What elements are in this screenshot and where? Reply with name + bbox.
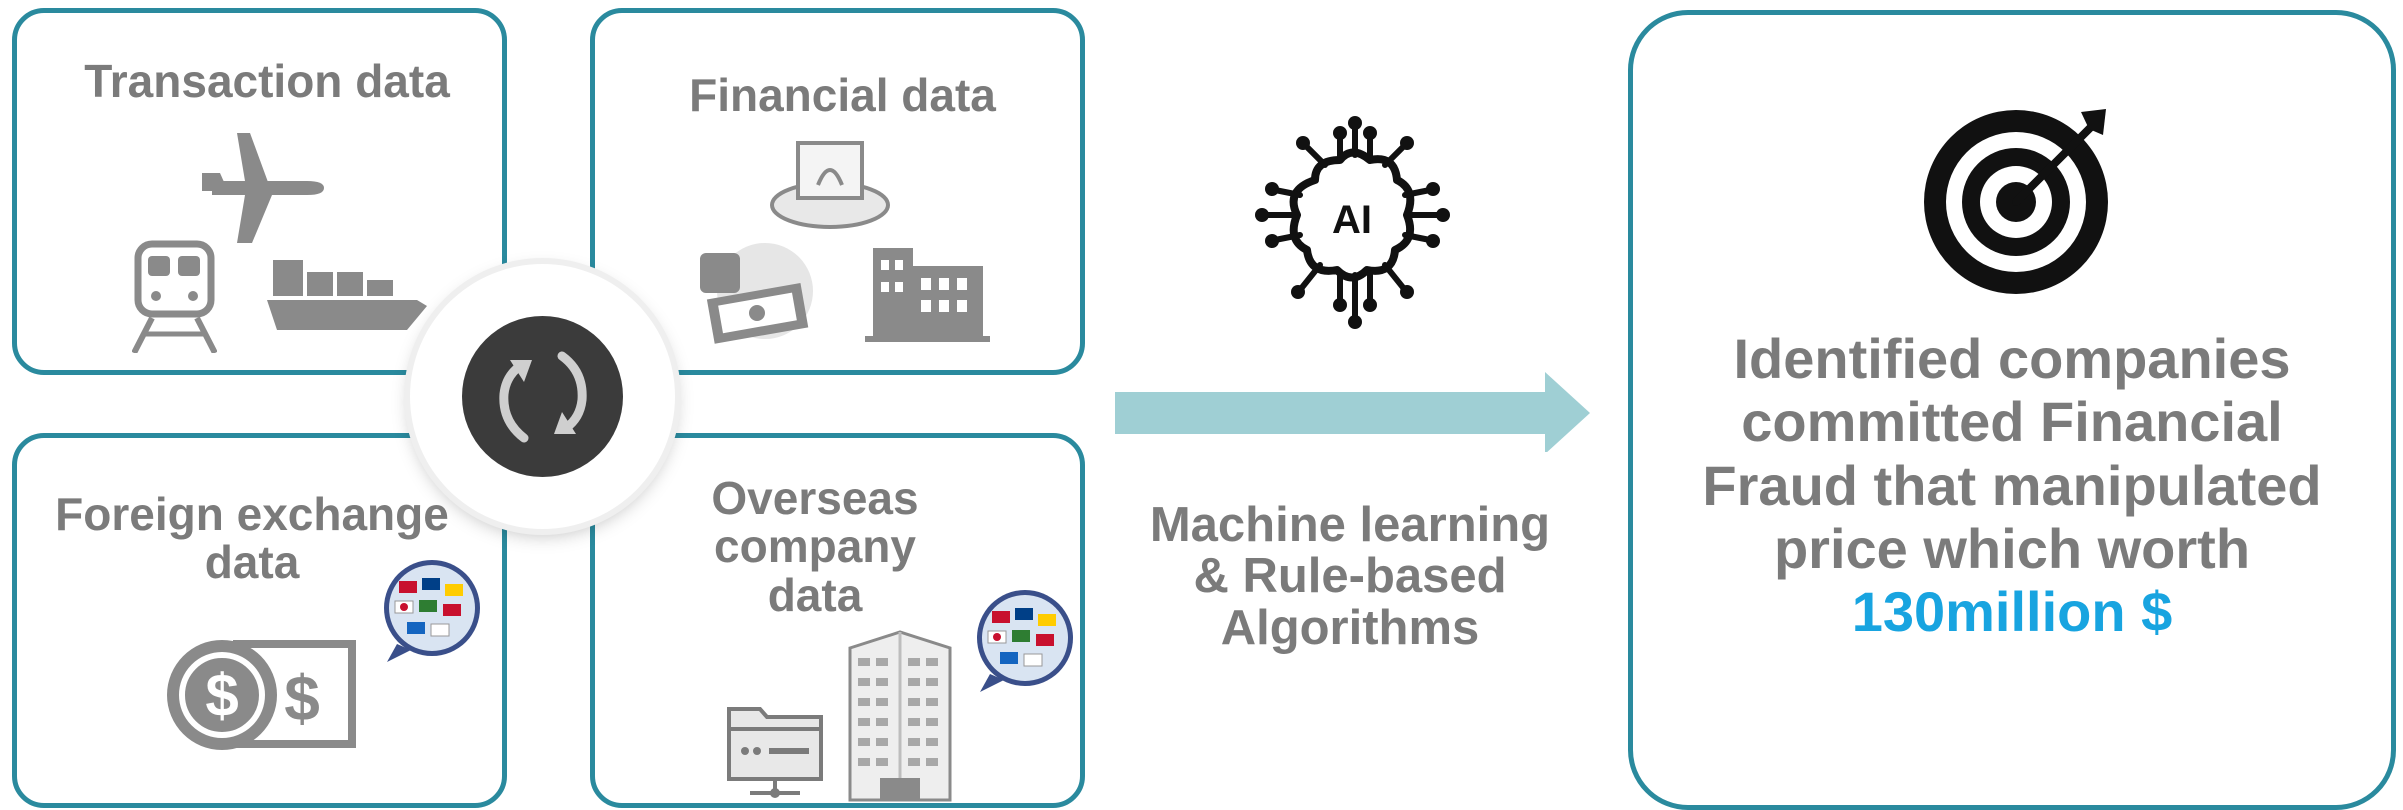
result-amount: 130million $: [1851, 580, 2173, 644]
foreign-exchange-card: Foreign exchange data $ $: [12, 433, 507, 808]
airplane-icon: [202, 133, 324, 243]
office-building-icon: [865, 248, 990, 342]
algorithm-label-line1: Machine learning: [1149, 498, 1551, 552]
transaction-data-card: Transaction data: [12, 8, 507, 375]
transaction-data-title: Transaction data: [84, 55, 450, 107]
algorithm-label: Machine learning & Rule-based Algorithms: [1120, 498, 1580, 655]
refresh-icon: [499, 351, 587, 443]
train-icon: [132, 240, 217, 353]
result-card: Identified companies committed Financial…: [1628, 10, 2396, 810]
foreign-exchange-title-line2: data: [204, 536, 300, 589]
overseas-company-title-line2: company: [714, 520, 916, 573]
overseas-company-card: Overseas company data: [590, 433, 1085, 808]
overseas-company-title-line1: Overseas: [711, 472, 919, 524]
ai-brain-icon: AI: [1255, 116, 1450, 329]
result-message: Identified companies committed Financial…: [1633, 327, 2391, 643]
result-line3: Fraud that manipulated: [1702, 453, 2322, 517]
process-arrow: [1115, 372, 1590, 452]
svg-text:$: $: [205, 662, 238, 729]
pdf-document-icon: [770, 141, 890, 229]
financial-data-title: Financial data: [689, 69, 996, 121]
result-line2: committed Financial: [1741, 390, 2283, 454]
skyscraper-icon: [848, 630, 952, 802]
result-line1: Identified companies: [1733, 327, 2291, 390]
financial-data-card: Financial data: [590, 8, 1085, 375]
refresh-circle: [410, 264, 675, 529]
refresh-circle-core: [462, 316, 623, 477]
overseas-company-title-line3: data: [767, 568, 863, 621]
algorithm-label-line2: & Rule-based: [1193, 549, 1507, 604]
svg-text:$: $: [284, 662, 320, 734]
globe-flags-icon: [384, 560, 480, 662]
overseas-company-title: Overseas company data: [665, 474, 965, 619]
globe-flags-icon: [977, 590, 1073, 692]
ai-badge-text: AI: [1332, 198, 1372, 242]
foreign-exchange-title: Foreign exchange data: [37, 490, 467, 587]
cargo-ship-icon: [267, 260, 427, 330]
foreign-exchange-title-line1: Foreign exchange: [55, 488, 449, 540]
result-line4: price which worth: [1773, 516, 2251, 580]
target-icon: [1924, 109, 2108, 294]
server-folder-icon: [727, 707, 823, 798]
money-coins-icon: [700, 243, 813, 344]
algorithm-label-line3: Algorithms: [1220, 600, 1480, 655]
dollar-bill-icon: $ $: [167, 640, 356, 750]
